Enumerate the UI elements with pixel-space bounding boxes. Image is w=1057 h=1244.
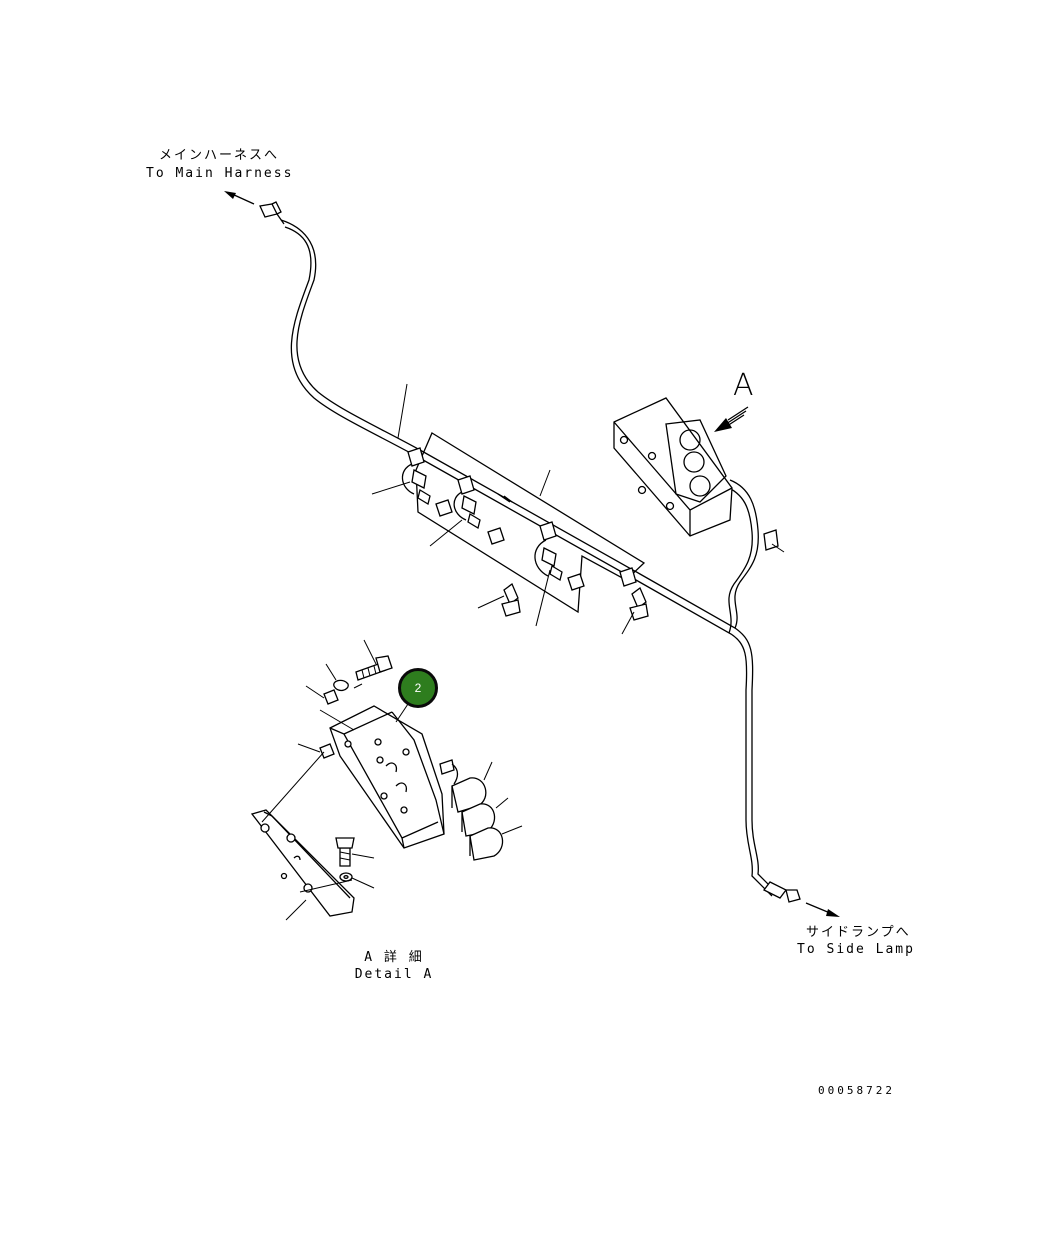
- pigtail-connectors: [402, 464, 584, 590]
- main-harness-wire: [281, 220, 776, 896]
- side-lamp-label-en: To Side Lamp: [797, 942, 915, 957]
- main-harness-connector: [224, 191, 284, 224]
- view-letter: A: [733, 368, 754, 403]
- detail-label-jp: A 詳 細: [364, 950, 424, 965]
- lamp-housing-main: [614, 398, 732, 536]
- view-arrow: [714, 407, 748, 432]
- callout-2[interactable]: 2: [398, 668, 438, 708]
- leader-lines-main: [372, 384, 784, 634]
- drawing-number: 00058722: [818, 1084, 895, 1097]
- harness-clamps: [408, 448, 778, 586]
- leader-lines-detail: [286, 640, 522, 920]
- detail-a-assembly: [252, 656, 503, 916]
- main-harness-label-en: To Main Harness: [146, 166, 294, 181]
- callout-2-number: 2: [414, 681, 422, 695]
- mounting-plate: [416, 433, 644, 612]
- side-lamp-connector: [764, 882, 840, 917]
- main-view-bolts: [502, 584, 648, 620]
- side-lamp-label-jp: サイドランプへ: [806, 925, 911, 940]
- detail-label-en: Detail A: [354, 967, 434, 982]
- main-harness-label-jp: メインハーネスへ: [158, 148, 279, 163]
